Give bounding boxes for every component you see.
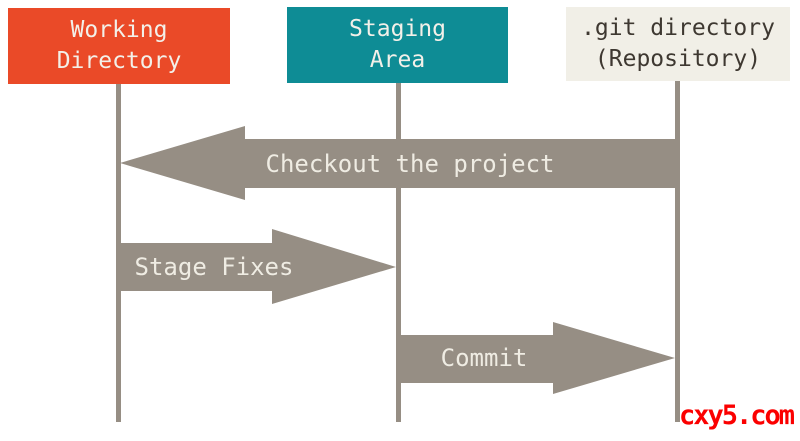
stage-fixes-arrow-label: Stage Fixes [134, 253, 294, 281]
checkout-arrow-label: Checkout the project [265, 150, 555, 178]
git-directory-lifeline [675, 81, 680, 422]
watermark: cxy5.com [679, 400, 795, 431]
staging-area-lifeline [396, 83, 401, 422]
staging-area-label-line1: Staging [349, 16, 446, 42]
working-directory-label-line1: Working [70, 17, 168, 43]
commit-arrow-label: Commit [440, 344, 528, 372]
working-directory-lifeline [116, 84, 121, 422]
working-directory-box: Working Directory [8, 8, 230, 84]
git-directory-label-line1: .git directory [581, 15, 775, 41]
staging-area-box: Staging Area [287, 7, 508, 83]
working-directory-label-line2: Directory [56, 48, 182, 74]
staging-area-label-line2: Area [369, 47, 426, 73]
git-directory-box: .git directory (Repository) [566, 7, 790, 81]
git-directory-label-line2: (Repository) [594, 46, 762, 72]
